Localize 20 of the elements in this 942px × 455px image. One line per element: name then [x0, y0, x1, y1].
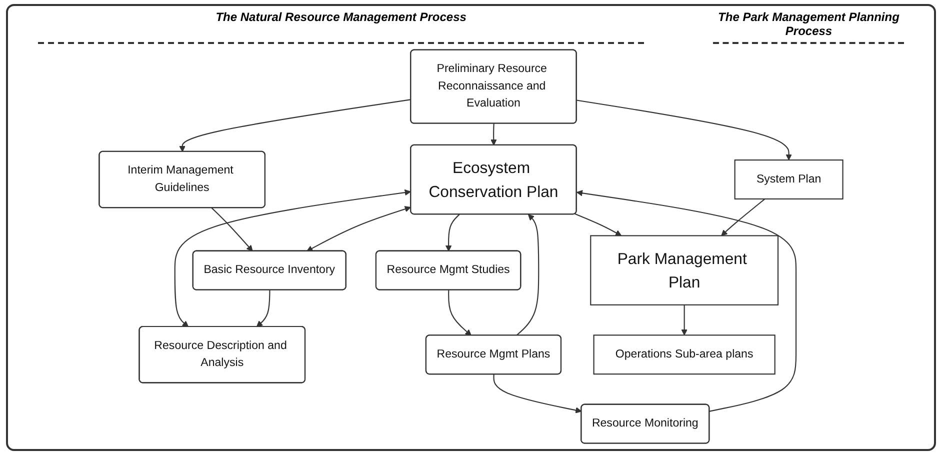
arrow — [306, 206, 411, 252]
arrow — [256, 290, 270, 328]
arrow — [493, 374, 582, 414]
node-box: System Plan — [734, 159, 844, 200]
arrow — [448, 290, 472, 336]
arrow — [179, 99, 412, 152]
arrow — [576, 190, 797, 412]
arrow — [574, 213, 622, 236]
arrow — [211, 208, 253, 252]
arrow — [174, 189, 411, 328]
arrow — [490, 124, 497, 146]
arrow — [516, 214, 540, 336]
arrow — [721, 198, 766, 236]
process-heading: The Park Management Planning Process — [713, 10, 904, 44]
node-box: Park Management Plan — [590, 235, 779, 306]
process-heading: The Natural Resource Management Process — [38, 10, 644, 44]
arrow — [681, 304, 688, 336]
arrow — [445, 214, 460, 252]
arrow — [576, 100, 792, 160]
node-box: Operations Sub-area plans — [593, 334, 776, 375]
